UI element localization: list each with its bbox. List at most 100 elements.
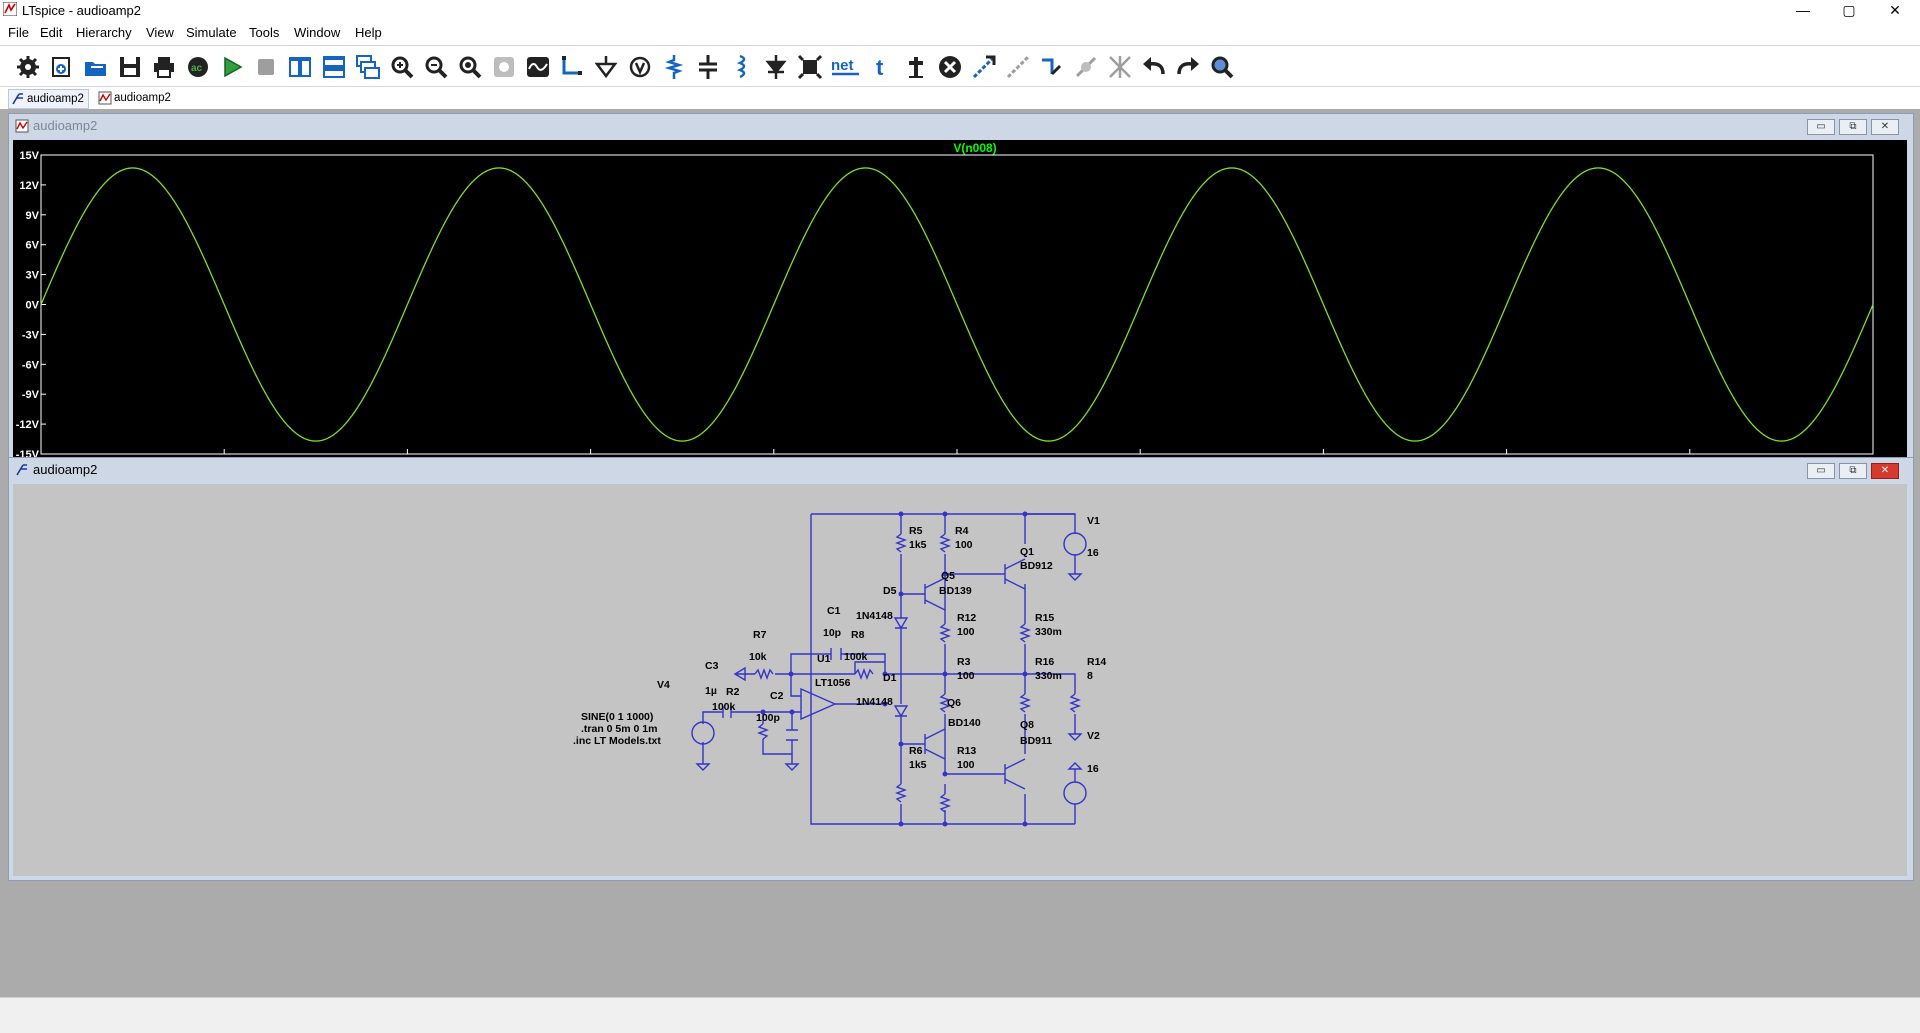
tran-directive[interactable]: .tran 0 5m 0 1m: [581, 723, 657, 735]
waveform-window-titlebar[interactable]: audioamp2 ▭ ⧉ ✕: [9, 114, 1913, 138]
trace-legend[interactable]: V(n008): [953, 141, 996, 155]
schematic-window-titlebar[interactable]: audioamp2 ▭ ⧉ ✕: [9, 458, 1913, 482]
menu-view[interactable]: View: [146, 25, 174, 40]
delete-icon[interactable]: [937, 54, 963, 80]
zoom-fit-icon[interactable]: [457, 54, 483, 80]
maximize-button[interactable]: ▢: [1842, 2, 1856, 18]
label-net-icon[interactable]: [627, 54, 653, 80]
component-icon[interactable]: [797, 54, 823, 80]
minimize-button[interactable]: —: [1796, 2, 1810, 18]
diode-icon[interactable]: [763, 54, 789, 80]
menu-help[interactable]: Help: [355, 25, 382, 40]
d5-label[interactable]: D5: [883, 585, 897, 597]
flip-icon[interactable]: [1107, 54, 1133, 80]
r13-value[interactable]: 100: [957, 759, 975, 771]
r16-label[interactable]: R16: [1035, 656, 1054, 668]
schematic-minimize-button[interactable]: ▭: [1807, 463, 1835, 479]
resistor-icon[interactable]: [661, 54, 687, 80]
c1-label[interactable]: C1: [827, 605, 841, 617]
capacitor-icon[interactable]: [695, 54, 721, 80]
q5-label[interactable]: Q5: [941, 570, 955, 582]
r2-label[interactable]: R2: [726, 686, 740, 698]
include-directive[interactable]: .inc LT Models.txt: [573, 735, 661, 747]
rotate-icon[interactable]: [1039, 54, 1065, 80]
tab-schematic[interactable]: audioamp2: [8, 89, 89, 109]
u1-label[interactable]: U1: [817, 653, 831, 665]
r6-value[interactable]: 1k5: [909, 759, 927, 771]
q8-label[interactable]: Q8: [1020, 719, 1034, 731]
r12-label[interactable]: R12: [957, 612, 976, 624]
schematic-restore-button[interactable]: ⧉: [1839, 463, 1867, 479]
r13-label[interactable]: R13: [957, 745, 976, 757]
waveform-minimize-button[interactable]: ▭: [1807, 119, 1835, 135]
d1-label[interactable]: D1: [883, 672, 897, 684]
redo-icon[interactable]: [1175, 54, 1201, 80]
trace-v-n008[interactable]: [40, 167, 1874, 442]
inductor-icon[interactable]: [729, 54, 755, 80]
zoom-in-icon[interactable]: [389, 54, 415, 80]
r7-value[interactable]: 10k: [749, 651, 767, 663]
c3-label[interactable]: C3: [705, 660, 719, 672]
text-icon[interactable]: t: [869, 54, 895, 80]
u1-value[interactable]: LT1056: [815, 677, 851, 689]
v2-label[interactable]: V2: [1087, 730, 1100, 742]
settings-icon[interactable]: [15, 54, 41, 80]
q5-value[interactable]: BD139: [939, 585, 972, 597]
r4-label[interactable]: R4: [955, 525, 969, 537]
zoom-out-icon[interactable]: [423, 54, 449, 80]
close-button[interactable]: ✕: [1889, 2, 1901, 18]
menu-window[interactable]: Window: [294, 25, 341, 40]
halt-icon[interactable]: [253, 54, 279, 80]
move-icon[interactable]: [971, 54, 997, 80]
waveform-plot[interactable]: 15V12V9V6V3V0V-3V-6V-9V-12V-15V0.0ms0.5m…: [13, 140, 1907, 472]
r14-value[interactable]: 8: [1087, 670, 1093, 682]
r12-value[interactable]: 100: [957, 626, 975, 638]
c2-value[interactable]: 100p: [756, 712, 780, 724]
ground-icon[interactable]: [593, 54, 619, 80]
new-schematic-icon[interactable]: [49, 54, 75, 80]
r15-value[interactable]: 330m: [1035, 626, 1062, 638]
run-icon[interactable]: [219, 54, 245, 80]
tile-horizontal-icon[interactable]: [321, 54, 347, 80]
menu-tools[interactable]: Tools: [249, 25, 280, 40]
cascade-icon[interactable]: [355, 54, 381, 80]
r16-value[interactable]: 330m: [1035, 670, 1062, 682]
save-icon[interactable]: [117, 54, 143, 80]
v4-label[interactable]: V4: [657, 679, 670, 691]
r6-label[interactable]: R6: [909, 745, 923, 757]
r4-value[interactable]: 100: [955, 539, 973, 551]
tile-vertical-icon[interactable]: [287, 54, 313, 80]
open-icon[interactable]: [83, 54, 109, 80]
net-label-icon[interactable]: net: [831, 54, 861, 80]
r8-value[interactable]: 100k: [844, 651, 868, 663]
spice-directive-icon[interactable]: [903, 54, 929, 80]
q1-label[interactable]: Q1: [1020, 546, 1034, 558]
q6-value[interactable]: BD140: [948, 717, 981, 729]
undo-icon[interactable]: [1141, 54, 1167, 80]
r8-label[interactable]: R8: [851, 629, 865, 641]
run-ac-icon[interactable]: ac: [185, 54, 211, 80]
find-icon[interactable]: [1209, 54, 1235, 80]
v1-label[interactable]: V1: [1087, 515, 1100, 527]
autorange-icon[interactable]: [525, 54, 551, 80]
d1-value[interactable]: 1N4148: [856, 696, 893, 708]
tab-waveform[interactable]: audioamp2: [96, 89, 175, 107]
c2-label[interactable]: C2: [770, 690, 784, 702]
drag-icon[interactable]: [1005, 54, 1031, 80]
wire-icon[interactable]: [559, 54, 585, 80]
waveform-restore-button[interactable]: ⧉: [1839, 119, 1867, 135]
waveform-close-button[interactable]: ✕: [1871, 119, 1899, 135]
r2-value[interactable]: 100k: [712, 701, 736, 713]
menu-hierarchy[interactable]: Hierarchy: [76, 25, 132, 40]
print-icon[interactable]: [151, 54, 177, 80]
menu-file[interactable]: File: [8, 25, 29, 40]
c3-value[interactable]: 1µ: [705, 685, 717, 697]
sine-source-spec[interactable]: SINE(0 1 1000): [581, 711, 653, 723]
schematic-canvas[interactable]: R5 1k5 R4 100 V1 16 Q1 BD912 Q5 BD139 D5…: [13, 484, 1907, 876]
waveform-chart[interactable]: 15V12V9V6V3V0V-3V-6V-9V-12V-15V0.0ms0.5m…: [13, 140, 1907, 472]
r5-value[interactable]: 1k5: [909, 539, 927, 551]
schematic-close-button[interactable]: ✕: [1871, 463, 1899, 479]
schematic-drawing[interactable]: R5 1k5 R4 100 V1 16 Q1 BD912 Q5 BD139 D5…: [13, 484, 1907, 876]
r5-label[interactable]: R5: [909, 525, 923, 537]
menu-simulate[interactable]: Simulate: [186, 25, 237, 40]
